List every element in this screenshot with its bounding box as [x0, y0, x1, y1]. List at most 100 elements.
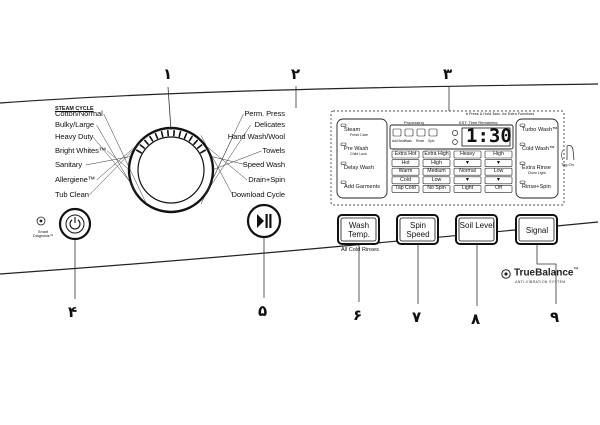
- play-pause-icon: [257, 214, 272, 228]
- left-panel-button[interactable]: Delay Wash: [344, 165, 374, 171]
- callout-6: ۶: [353, 306, 363, 324]
- dial-light: [200, 149, 207, 154]
- timer-icon: [452, 139, 458, 145]
- option-cell: [453, 185, 482, 193]
- button-led: [519, 180, 526, 184]
- left-panel-button-sub: Fresh Care: [350, 133, 368, 137]
- start-pause-button[interactable]: [246, 203, 282, 239]
- option-label: Heavy: [460, 151, 475, 157]
- dial-light: [196, 144, 203, 149]
- dial-light: [135, 149, 142, 154]
- option-cell: [391, 176, 420, 185]
- option-cell: [484, 185, 513, 193]
- steam-cycle-header: STEAM CYCLE: [55, 106, 94, 112]
- status-icon: [404, 128, 414, 137]
- left-buttons-frame: [336, 118, 388, 199]
- option-label: High: [493, 151, 504, 157]
- truebalance-logo-mark: [501, 269, 511, 279]
- cycle-dial[interactable]: [127, 126, 215, 214]
- callout-9: ٩: [550, 308, 560, 326]
- callout-2: ٢: [291, 65, 301, 83]
- option-cell: [484, 167, 513, 176]
- callout-8: ٨: [471, 310, 481, 328]
- soil-level-button[interactable]: [455, 214, 498, 245]
- right-panel-button[interactable]: Cold Wash™: [522, 146, 555, 152]
- right-cycle-item: Speed Wash: [242, 160, 285, 169]
- left-cycle-item: Bulky/Large: [55, 120, 95, 129]
- button-led: [340, 180, 347, 184]
- tag-on-icon: [561, 145, 575, 161]
- left-cycle-item: Heavy Duty: [55, 132, 94, 141]
- dial-light: [188, 135, 193, 142]
- option-cell: [391, 159, 420, 167]
- dial-light: [139, 144, 146, 149]
- power-button[interactable]: [58, 207, 92, 241]
- right-cycle-item: Download Cycle: [231, 190, 286, 199]
- left-cycle-item: Tub Clean: [55, 190, 89, 199]
- right-panel-button[interactable]: Rinse+Spin: [522, 184, 551, 190]
- option-label: ▼: [464, 176, 471, 183]
- status-icon: [428, 128, 438, 137]
- option-cell: [453, 150, 482, 159]
- left-panel-button-sub: Child Lock: [350, 152, 367, 156]
- cycle-pointer: [200, 135, 233, 196]
- soil-level-label: Soil Level: [459, 221, 495, 230]
- callout-4: ۴: [68, 303, 78, 321]
- option-cell: [484, 159, 513, 167]
- option-label: Normal: [459, 168, 476, 175]
- left-panel-button[interactable]: Steam: [344, 127, 361, 133]
- dial-indicator-lights: [135, 129, 207, 154]
- left-cycle-item: Cotton/Normal: [55, 109, 103, 118]
- left-button-leds: [340, 123, 347, 184]
- time-remaining-label: EST. Time Remaining: [459, 120, 498, 125]
- cycle-pointer: [85, 156, 132, 166]
- all-cold-rinses-label: All Cold Rinses: [341, 247, 379, 253]
- option-label: Warm: [398, 168, 413, 175]
- signal-button[interactable]: [515, 214, 558, 245]
- right-cycle-item: Hand Wash/Wool: [227, 132, 285, 141]
- option-cell: [484, 176, 513, 185]
- option-cell: [453, 167, 482, 176]
- dial-light: [149, 135, 154, 142]
- option-label: Tap Cold: [395, 185, 416, 192]
- right-panel-button[interactable]: Turbo Wash™: [522, 127, 558, 133]
- option-cell: [422, 185, 451, 193]
- dial-light: [154, 132, 159, 140]
- truebalance-logo-text: TrueBalance™: [514, 268, 578, 278]
- right-panel-button[interactable]: Extra Rinse: [522, 165, 551, 171]
- left-panel-button[interactable]: Add Garments: [344, 184, 381, 190]
- button-led: [519, 142, 526, 146]
- clock-icon: [452, 130, 458, 136]
- option-label: Extra High: [424, 151, 449, 157]
- tag-on-label: Tag On: [561, 162, 574, 167]
- dial-light: [144, 139, 149, 145]
- status-icon-label: Add Item: [392, 139, 405, 143]
- control-panel-frame: [330, 110, 565, 206]
- right-panel-button-sub: Drum Light: [528, 171, 546, 175]
- time-display: [461, 127, 511, 147]
- power-icon: [69, 219, 81, 230]
- cycle-pointer: [204, 144, 248, 181]
- option-cell: [453, 159, 482, 167]
- status-icon: [392, 128, 402, 137]
- leader-lines: [74, 86, 557, 306]
- cycle-pointer: [96, 144, 138, 181]
- option-cell: [422, 167, 451, 176]
- wash-temp-button[interactable]: [337, 214, 380, 245]
- option-cell: [422, 176, 451, 185]
- dial-light: [193, 139, 198, 145]
- status-icon-label: Spin: [428, 139, 435, 143]
- right-cycle-item: Delicates: [254, 120, 285, 129]
- spin-speed-button[interactable]: [396, 214, 439, 245]
- cycle-pointer: [210, 156, 248, 166]
- dial-light: [160, 130, 164, 138]
- brand-tm: ™: [573, 267, 579, 273]
- left-panel-button[interactable]: Pre Wash: [344, 146, 369, 152]
- status-icons: [392, 128, 458, 145]
- cycle-pointer: [210, 136, 233, 183]
- button-led: [519, 161, 526, 165]
- option-cell: [391, 167, 420, 176]
- option-label: Low: [493, 168, 504, 175]
- callout-7: ٧: [412, 308, 422, 326]
